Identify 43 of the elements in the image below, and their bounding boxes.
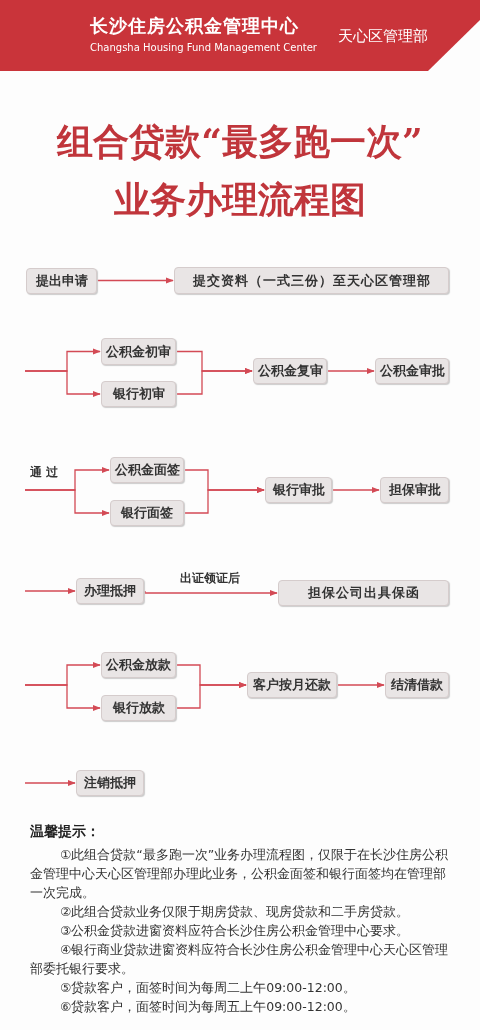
process-box: 公积金初审 [101, 338, 176, 365]
process-box: 客户按月还款 [247, 672, 337, 698]
arrow [24, 684, 101, 712]
process-box: 担保公司出具保函 [278, 580, 449, 606]
process-box: 公积金复审 [253, 358, 327, 384]
arrow [24, 489, 110, 517]
arrow [327, 367, 375, 375]
header-subtitle: Changsha Housing Fund Management Center [90, 42, 317, 53]
process-box: 银行面签 [110, 500, 184, 526]
edge-label: 通 过 [30, 464, 59, 481]
process-box: 公积金放款 [101, 652, 176, 678]
process-box: 公积金面签 [110, 457, 184, 483]
arrow [24, 779, 76, 787]
notes-heading: 温馨提示： [30, 823, 100, 841]
process-box: 银行初审 [101, 381, 176, 407]
arrow [24, 587, 76, 595]
process-box: 银行放款 [101, 695, 176, 721]
process-box: 银行审批 [265, 477, 332, 503]
process-box: 提出申请 [26, 268, 97, 294]
note-text: ⑤贷款客户，面签时间为每周二上午09:00-12:00。 [59, 979, 357, 997]
arrow [176, 681, 247, 709]
process-box: 办理抵押 [76, 578, 144, 604]
department-name: 天心区管理部 [338, 27, 428, 46]
note-text: ④银行商业贷款进窗资料应符合长沙住房公积金管理中心天心区管理部委托银行要求。 [30, 941, 450, 978]
title: 组合贷款“最多跑一次” 业务办理流程图 [55, 119, 424, 222]
arrow [337, 681, 385, 689]
process-box: 公积金审批 [375, 358, 449, 384]
header-title: 长沙住房公积金管理中心 [90, 14, 299, 38]
process-box: 担保审批 [380, 477, 449, 503]
arrow [332, 486, 380, 494]
arrow [97, 277, 174, 284]
process-box: 结清借款 [385, 672, 449, 698]
note-text: ②此组合贷款业务仅限于期房贷款、现房贷款和二手房贷款。 [59, 903, 411, 921]
note-text: ①此组合贷款“最多跑一次”业务办理流程图，仅限于在长沙住房公积金管理中心天心区管理部办理此业务，公积金面签和银行面签均在管理部一次完成。 [30, 846, 450, 902]
arrow [144, 589, 278, 597]
arrow [176, 367, 253, 395]
note-text: ③公积金贷款进窗资料应符合长沙住房公积金管理中心要求。 [59, 922, 411, 940]
arrow [24, 370, 101, 398]
process-box: 注销抵押 [76, 770, 144, 796]
edge-label: 出证领证后 [180, 570, 240, 587]
process-box: 提交资料（一式三份）至天心区管理部 [174, 267, 449, 294]
note-text: ⑥贷款客户，面签时间为每周五上午09:00-12:00。 [59, 998, 357, 1016]
arrow [184, 486, 265, 514]
